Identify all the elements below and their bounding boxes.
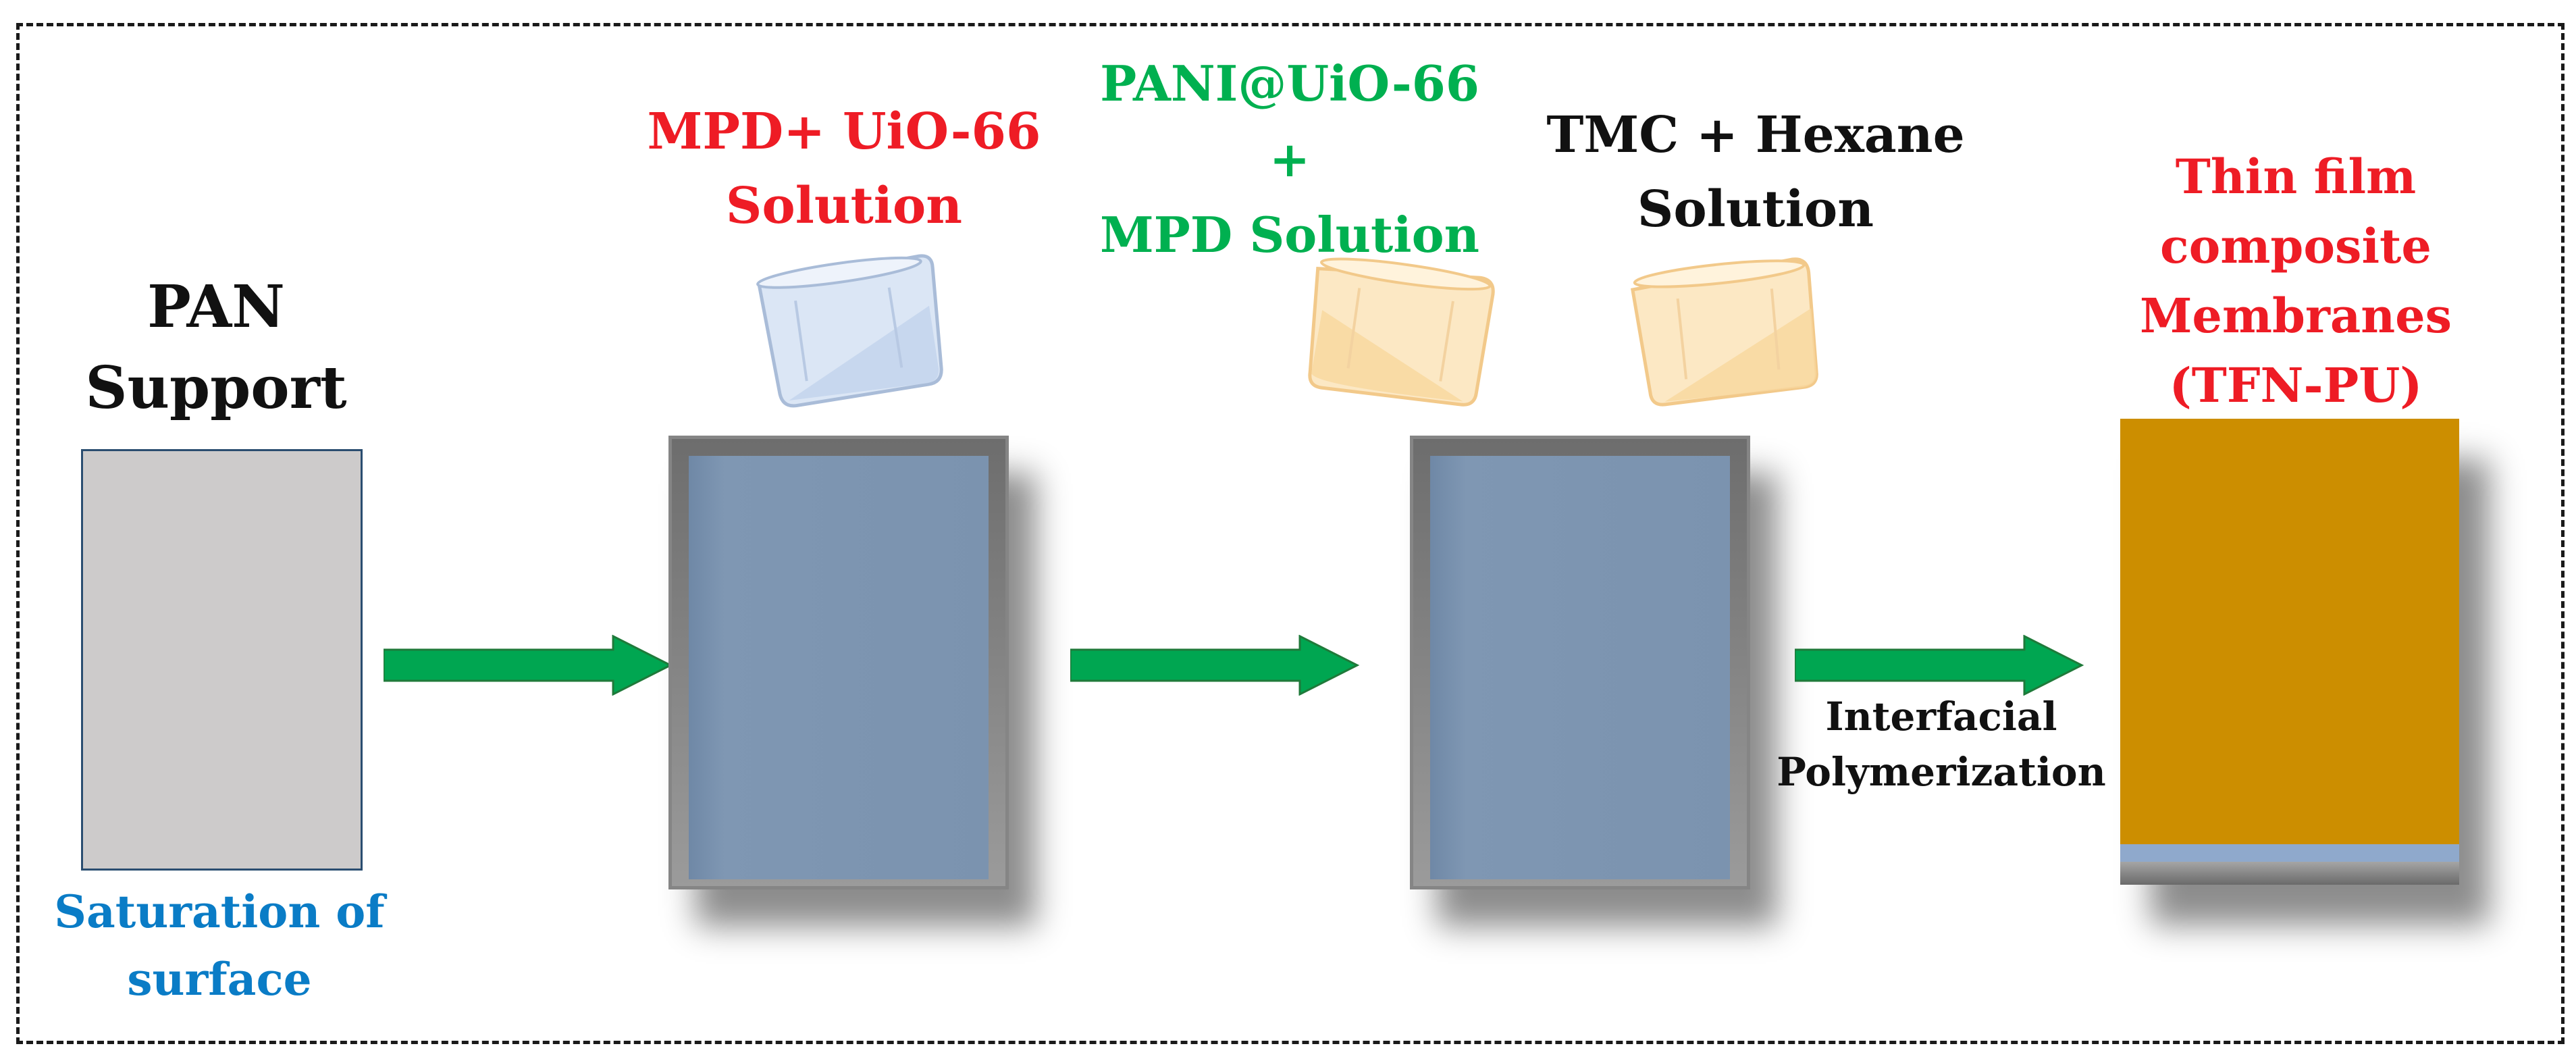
polyamide-layer xyxy=(2120,419,2459,844)
saturation-caption: Saturation of surface xyxy=(41,878,398,1013)
solution-tray-1 xyxy=(668,436,1009,889)
support-layer xyxy=(2120,844,2459,862)
product-title-line2: composite xyxy=(2160,218,2432,274)
step3-title-line2: Solution xyxy=(1637,180,1874,238)
beaker-icon-orange xyxy=(1630,257,1818,407)
saturation-caption-line1: Saturation of xyxy=(54,885,385,938)
product-title-line4: (TFN-PU) xyxy=(2169,357,2423,413)
product-title-line3: Membranes xyxy=(2139,288,2452,344)
membrane-base xyxy=(2120,862,2459,885)
product-title-line1: Thin film xyxy=(2175,149,2417,205)
dashed-frame xyxy=(16,23,2565,1044)
interfacial-polymerization-label: Interfacial Polymerization xyxy=(1759,689,2124,800)
solution-tray-2 xyxy=(1410,436,1750,889)
step2-title-line1: PANI@UiO-66 xyxy=(1100,55,1479,112)
pan-support-sheet xyxy=(81,449,363,871)
step1-title: MPD+ UiO-66 Solution xyxy=(608,95,1080,243)
arrow-right-icon xyxy=(1795,635,2084,696)
step3-title-line1: TMC + Hexane xyxy=(1546,106,1965,164)
product-title: Thin film composite Membranes (TFN-PU) xyxy=(2107,142,2485,420)
beaker-icon-orange xyxy=(1308,257,1495,407)
step1-title-line2: Solution xyxy=(725,177,963,235)
pan-support-title: PAN Support xyxy=(81,267,351,429)
arrow-right-icon xyxy=(384,635,673,696)
tfn-membrane xyxy=(2120,419,2459,885)
pan-support-title-line2: Support xyxy=(85,354,347,422)
step2-title: PANI@UiO-66 + MPD Solution xyxy=(1053,46,1526,273)
step2-title-line2: + xyxy=(1269,130,1311,188)
interfacial-label-line2: Polymerization xyxy=(1777,749,2106,795)
beaker-icon-blue xyxy=(756,254,943,408)
interfacial-label-line1: Interfacial xyxy=(1825,694,2057,740)
step2-title-line3: MPD Solution xyxy=(1099,206,1480,263)
saturation-caption-line2: surface xyxy=(127,953,312,1006)
arrow-right-icon xyxy=(1070,635,1360,696)
step3-title: TMC + Hexane Solution xyxy=(1519,98,1992,247)
pan-support-title-line1: PAN xyxy=(147,273,285,341)
step1-title-line1: MPD+ UiO-66 xyxy=(647,103,1041,161)
